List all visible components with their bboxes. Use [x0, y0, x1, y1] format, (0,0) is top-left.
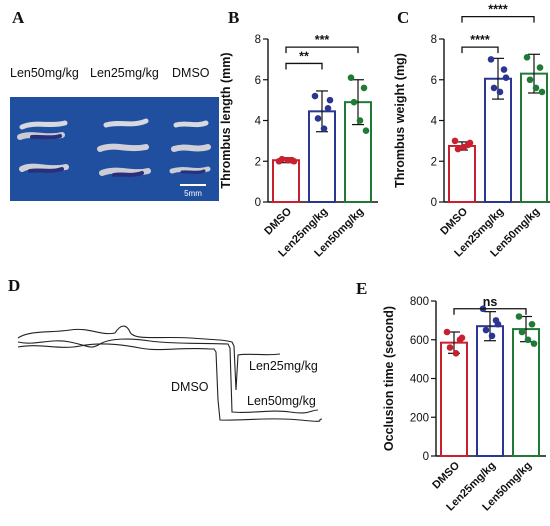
panel-letter-e: E — [356, 279, 368, 298]
panel-letter-c: C — [397, 8, 410, 27]
photo-label-len25: Len25mg/kg — [90, 66, 159, 80]
scale-bar-label: 5mm — [184, 189, 202, 198]
thrombus-photo: 5mm — [10, 97, 219, 201]
trace-lines — [17, 325, 323, 422]
trace-label-len50: Len50mg/kg — [247, 394, 316, 408]
photo-label-len50: Len50mg/kg — [10, 66, 79, 80]
panel-letter-b: B — [228, 8, 240, 27]
panel-letter-d: D — [8, 276, 21, 295]
trace-len25 — [17, 325, 281, 391]
trace-len50 — [17, 338, 319, 414]
photo-label-dmso: DMSO — [172, 66, 210, 80]
trace-dmso — [17, 343, 323, 422]
thrombus-specimens — [17, 118, 211, 177]
thrombus-photo-drawing: 5mm — [17, 118, 211, 198]
trace-label-len25: Len25mg/kg — [249, 359, 318, 373]
trace-label-dmso: DMSO — [171, 380, 209, 394]
panel-letter-a: A — [12, 8, 25, 27]
